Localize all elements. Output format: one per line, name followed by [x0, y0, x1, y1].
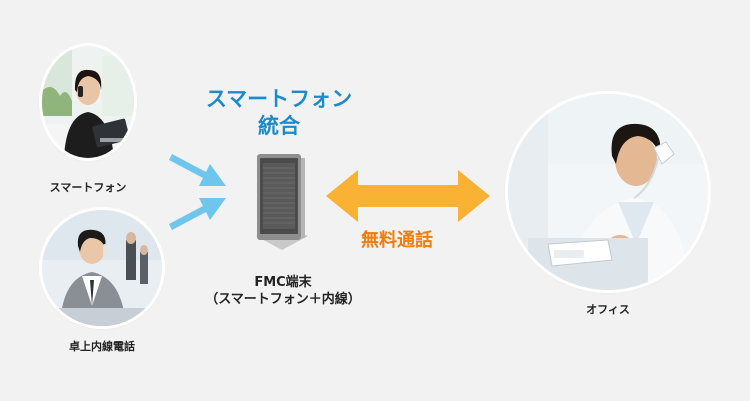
smartphone-label: スマートフォン [42, 179, 134, 195]
fmc-device-label-line-1: FMC端末 [198, 274, 368, 291]
title-line-2: 統合 [190, 113, 368, 140]
fmc-device-icon [252, 152, 312, 252]
orange-double-arrow [326, 166, 490, 226]
title-line-1: スマートフォン [190, 86, 368, 113]
desk-phone-user-illustration [42, 210, 162, 326]
office-worker-photo [508, 94, 708, 290]
fmc-device-label-line-2: （スマートフォン＋内線） [198, 291, 368, 308]
smartphone-user-illustration [42, 46, 134, 158]
blue-arrow-bottom [168, 194, 230, 238]
desk-phone-label: 卓上内線電話 [42, 338, 162, 354]
fmc-device-label: FMC端末 （スマートフォン＋内線） [198, 274, 368, 308]
smartphone-user-photo [42, 46, 134, 158]
office-label: オフィス [568, 301, 648, 317]
free-call-label: 無料通話 [361, 226, 433, 252]
desk-phone-user-photo [42, 210, 162, 326]
office-worker-illustration [508, 94, 708, 290]
blue-arrow-top [168, 146, 230, 190]
diagram-title: スマートフォン 統合 [190, 86, 368, 140]
